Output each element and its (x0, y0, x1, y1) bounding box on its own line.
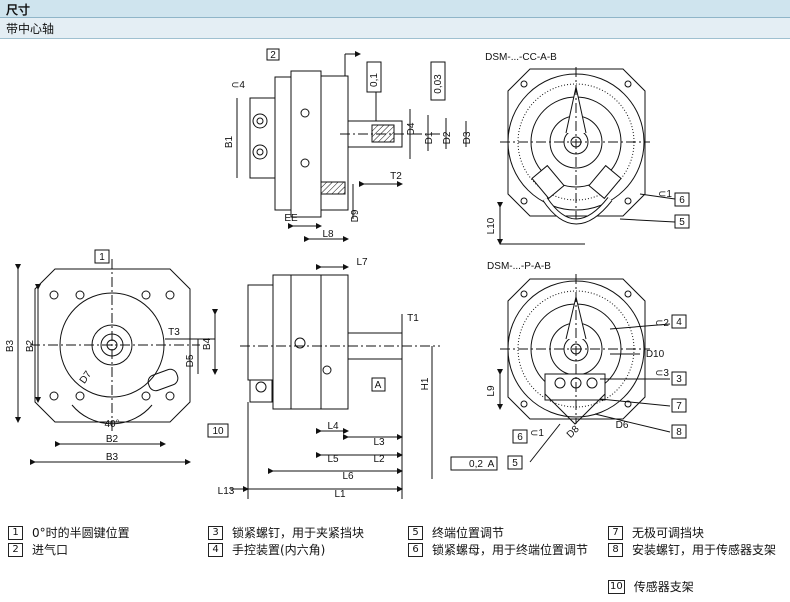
dim-l10: L10 (486, 217, 497, 234)
dim-l3: L3 (373, 437, 385, 448)
callout-4-p: 4 (676, 317, 682, 328)
callout-1: 1 (99, 252, 105, 263)
dim-l2: L2 (373, 454, 385, 465)
dim-t1: T1 (407, 313, 419, 324)
dim-d10: D10 (646, 349, 665, 360)
dim-l9: L9 (486, 385, 497, 397)
subsection-title: 带中心轴 (6, 22, 55, 36)
dim-l5: L5 (327, 454, 339, 465)
wrench-1-cc: ⊂1 (658, 189, 672, 200)
dim-l13: L13 (218, 486, 235, 497)
variant-cc-label: DSM-...-CC-A-B (485, 52, 557, 63)
wrench-3: ⊂3 (655, 368, 669, 379)
dim-d6: D6 (616, 420, 629, 431)
wrench-4: ⊂4 (231, 80, 245, 91)
dim-angle: 40° (104, 419, 119, 430)
dim-b3-vertical: B3 (5, 339, 16, 352)
front-view-left (30, 259, 200, 434)
p-view (497, 274, 687, 470)
dim-b3-horizontal: B3 (106, 452, 119, 463)
dim-l6: L6 (342, 471, 354, 482)
dim-b2-horizontal: B2 (106, 434, 119, 445)
callout-5-cc: 5 (679, 217, 685, 228)
dim-d8: D8 (565, 424, 582, 441)
dim-t3: T3 (168, 327, 180, 338)
dim-b1: B1 (224, 135, 235, 148)
dim-l4: L4 (327, 421, 339, 432)
side-view-top (249, 51, 440, 218)
callout-6-cc: 6 (679, 195, 685, 206)
dim-b2-vertical: B2 (25, 339, 36, 352)
callout-7: 7 (676, 401, 682, 412)
dim-t2: T2 (390, 171, 402, 182)
section-header: 尺寸 (0, 0, 790, 18)
tol-parallel: 0,2 (469, 459, 483, 470)
subsection-header: 带中心轴 (0, 18, 790, 39)
dim-b4: B4 (202, 337, 213, 350)
dim-ee: EE (284, 213, 298, 224)
dim-l8: L8 (322, 229, 334, 240)
dim-d4: D4 (406, 122, 417, 135)
dim-d9: D9 (350, 209, 361, 222)
variant-p-label: DSM-...-P-A-B (487, 261, 551, 272)
wrench-1-p: ⊂1 (530, 428, 544, 439)
datum-a: A (375, 380, 382, 391)
side-view-top-dims (236, 48, 467, 242)
dim-l1: L1 (334, 489, 346, 500)
dim-d1: D1 (424, 131, 435, 144)
callout-6-p: 6 (517, 432, 523, 443)
side-view-bottom-dims (207, 264, 498, 499)
callout-3-p: 3 (676, 374, 682, 385)
front-view-left-dims (15, 249, 218, 465)
side-view-bottom (240, 274, 440, 410)
dim-d5: D5 (185, 354, 196, 367)
tol-parallel-datum: A (488, 459, 495, 470)
tol-runout: 0,03 (433, 74, 444, 94)
dim-h1: H1 (420, 377, 431, 390)
callout-10-drawing: 10 (212, 426, 224, 437)
technical-drawing: 2 ⊂4 B1 0,1 0,03 D4 D1 D2 D3 T2 D9 EE L8… (5, 48, 690, 500)
callout-2-top: 2 (270, 50, 276, 61)
section-title: 尺寸 (6, 3, 31, 17)
dim-d3: D3 (462, 131, 473, 144)
callout-5-p: 5 (512, 458, 518, 469)
dim-l7: L7 (356, 257, 368, 268)
tol-flatness: 0,1 (369, 73, 380, 87)
dim-d2: D2 (442, 131, 453, 144)
cc-view (497, 67, 690, 245)
wrench-2: ⊂2 (655, 318, 669, 329)
callout-8: 8 (676, 427, 682, 438)
